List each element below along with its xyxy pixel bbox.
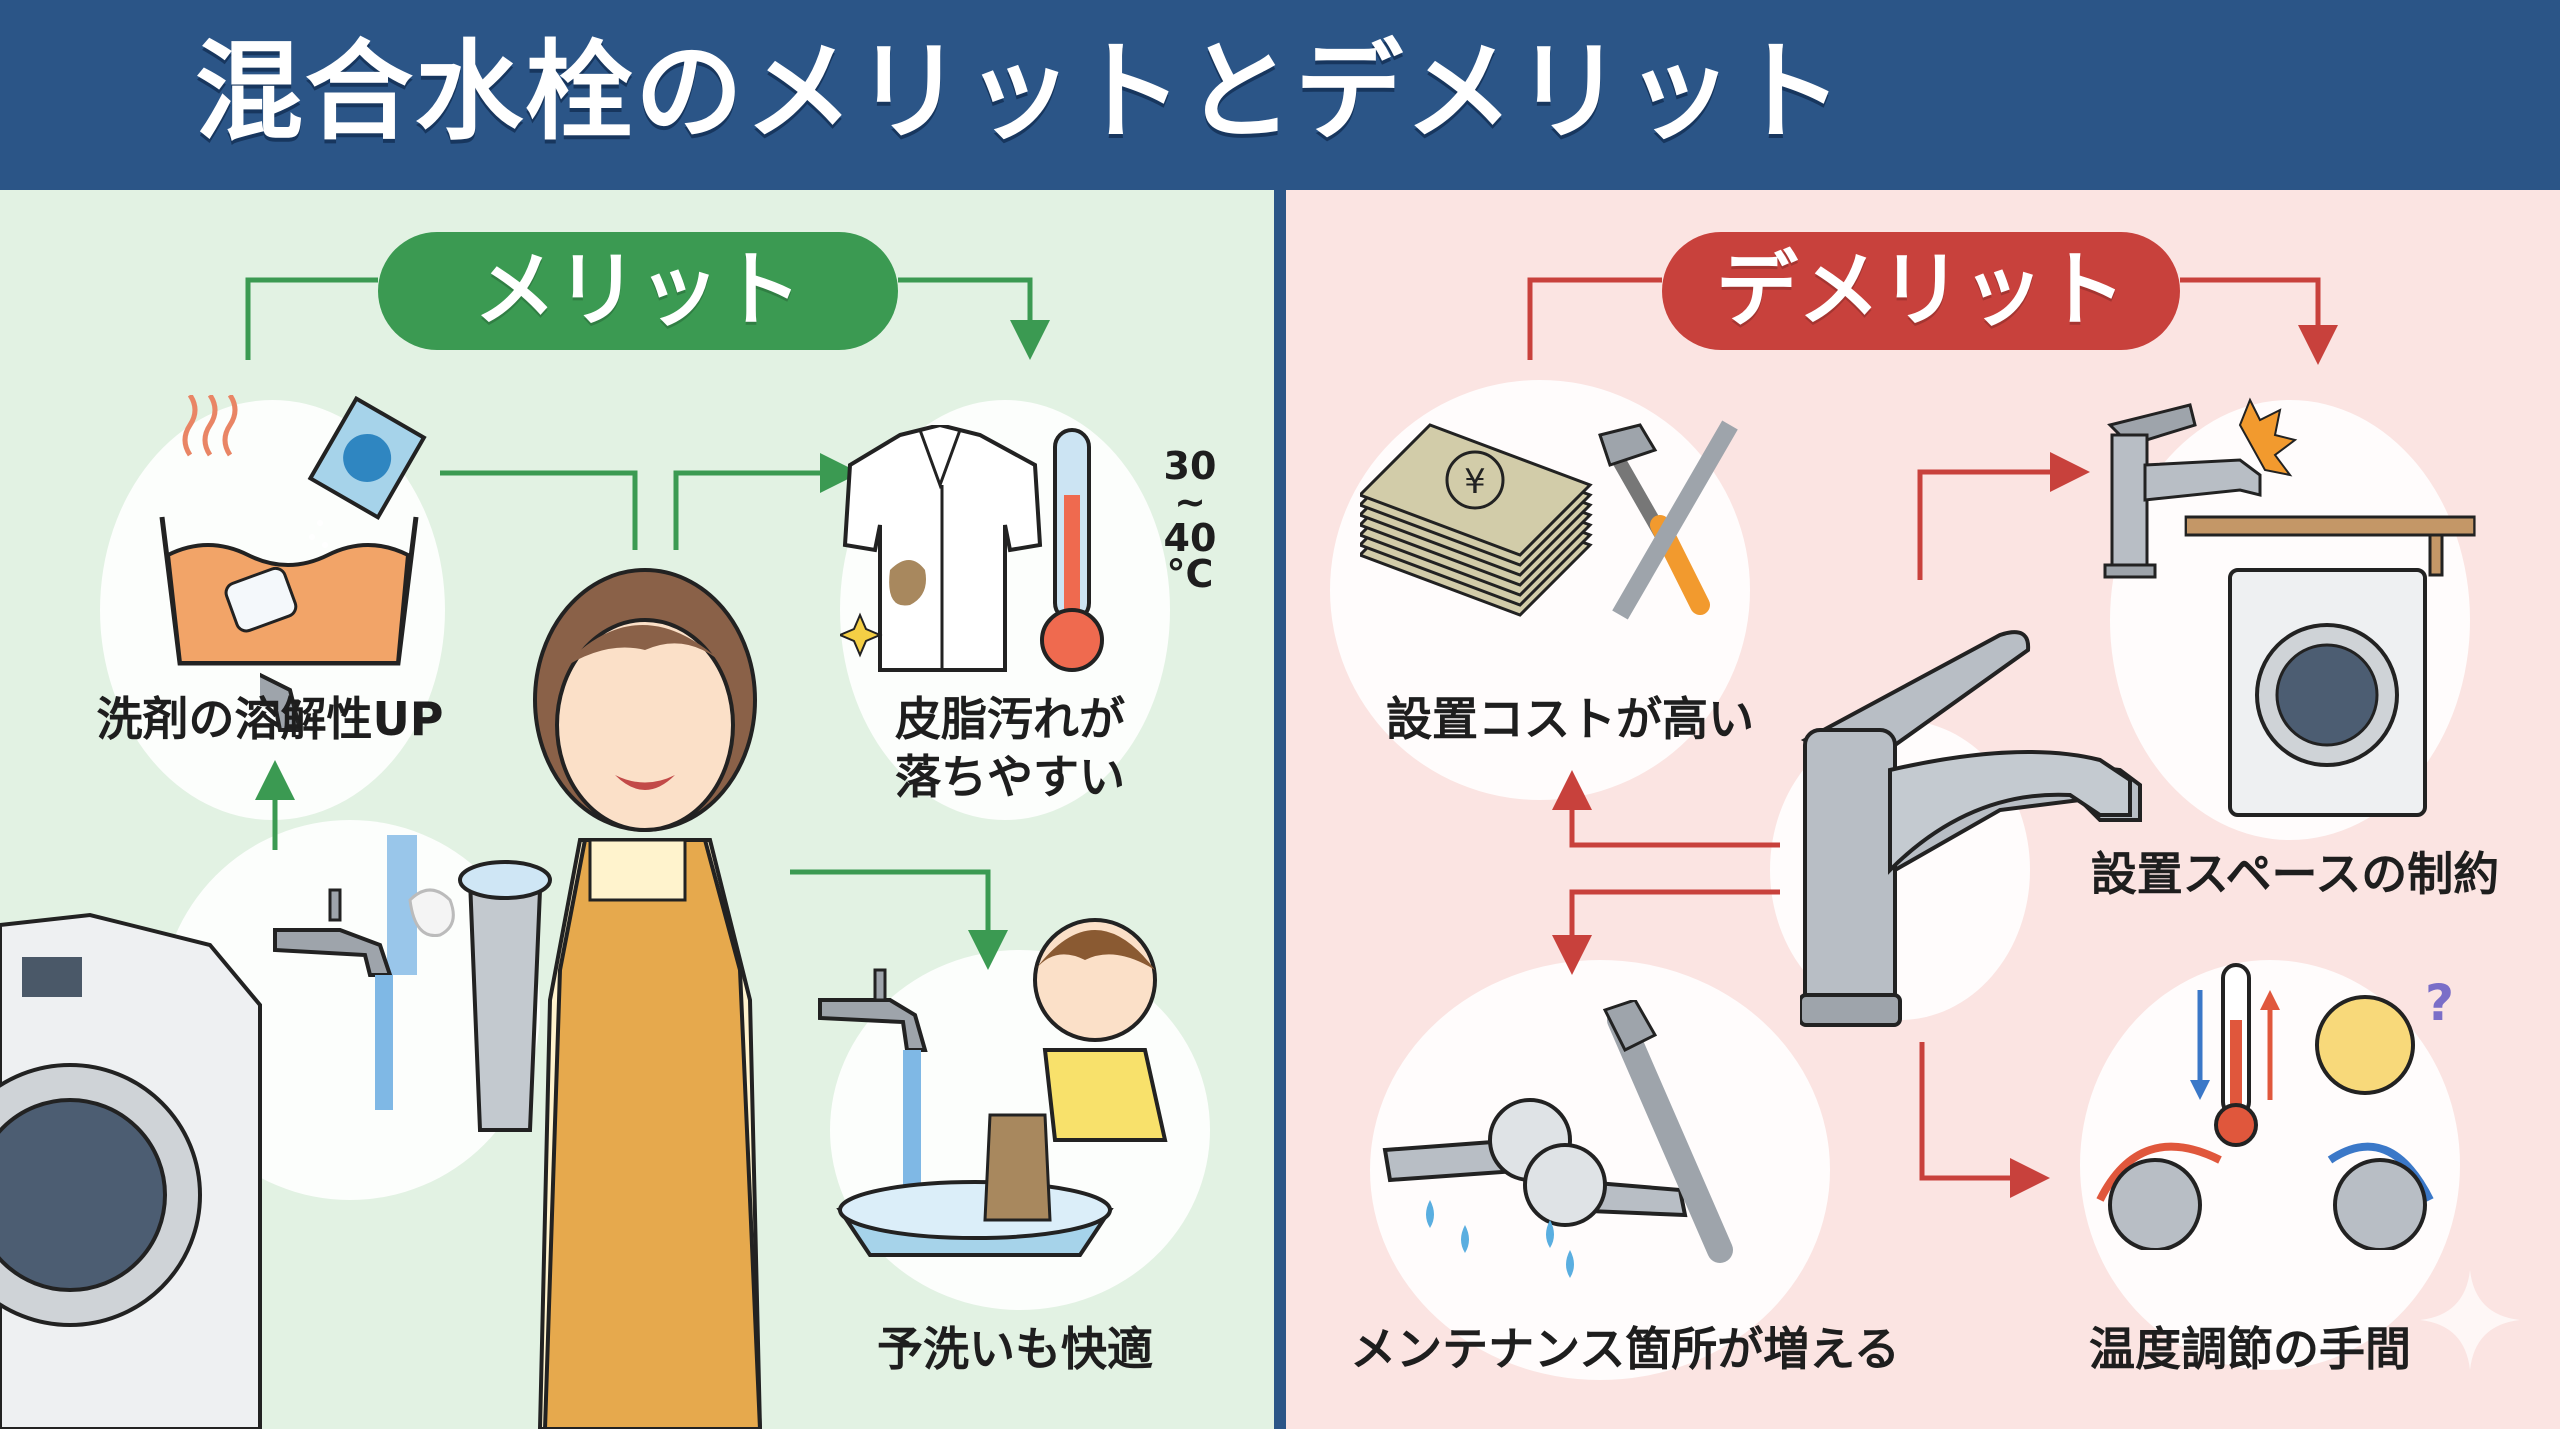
woman-with-bucket-illustration [260, 568, 763, 1429]
demerit-heading-pill: デメリット [1662, 232, 2180, 350]
svg-text:?: ? [2425, 974, 2454, 1032]
faucet-washing-machine-space-icon [2103, 397, 2476, 817]
merit-label-sebum: 皮脂汚れが 落ちやすい [895, 692, 1125, 804]
demerit-label-maintenance: メンテナンス箇所が増える [1350, 1322, 1900, 1376]
merit-label-detergent: 洗剤の溶解性UP [96, 692, 444, 746]
single-lever-mixing-faucet [1800, 630, 2142, 1027]
washing-machine-illustration [0, 912, 262, 1429]
temperature-range: 30 ~ 40 °C [1163, 444, 1217, 596]
merit-label-prewash: 予洗いも快適 [877, 1322, 1153, 1376]
svg-text:¥: ¥ [1464, 462, 1486, 502]
merit-heading-pill: メリット [378, 232, 898, 350]
detergent-dissolving-icon [159, 395, 427, 666]
demerit-label-cost: 設置コストが高い [1386, 692, 1754, 746]
header-banner: 混合水栓のメリットとデメリット [0, 0, 2560, 186]
demerit-label-space: 設置スペースの制約 [2090, 847, 2500, 901]
temperature-knobs-confused-face-icon: ? [2096, 963, 2454, 1250]
faucet-steam-icon [273, 888, 455, 1110]
demerit-label-temperature: 温度調節の手間 [2089, 1322, 2411, 1376]
stained-shirt-thermometer-icon [840, 425, 1104, 672]
page-title: 混合水栓のメリットとデメリット [194, 30, 1845, 155]
money-and-tools-icon: ¥ [1360, 420, 1738, 620]
leaking-handles-wrench-icon [1382, 1000, 1733, 1278]
child-prewashing-icon [818, 918, 1168, 1257]
panel-divider [1274, 186, 1286, 1429]
sparkle-icon [2420, 1270, 2520, 1370]
